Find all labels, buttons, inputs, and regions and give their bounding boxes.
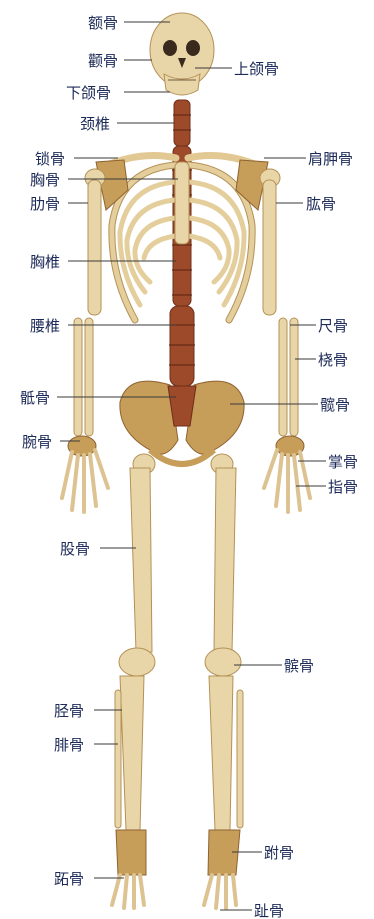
label-ulna: 尺骨 (318, 317, 348, 335)
label-phalanx: 指骨 (328, 478, 358, 496)
label-maxilla: 上颌骨 (234, 60, 279, 78)
label-clavicle: 锁骨 (35, 150, 65, 168)
label-frontal: 额骨 (88, 14, 118, 32)
label-ilium: 髋骨 (320, 396, 350, 414)
label-lumbar: 腰椎 (30, 317, 60, 335)
label-scapula: 肩胛骨 (308, 150, 353, 168)
pelvis (120, 381, 244, 464)
label-cervical: 颈椎 (80, 115, 110, 133)
legs (112, 454, 243, 908)
label-temporal: 颧骨 (88, 52, 118, 70)
label-fibula: 腓骨 (54, 736, 84, 754)
label-humerus: 肱骨 (306, 195, 336, 213)
label-radius: 桡骨 (318, 351, 348, 369)
label-metatarsal: 跖骨 (54, 870, 84, 888)
label-tarsal: 跗骨 (264, 844, 294, 862)
label-sacrum: 骶骨 (20, 389, 50, 407)
label-metacarpal: 掌骨 (328, 453, 358, 471)
label-tibia: 胫骨 (54, 702, 84, 720)
label-thoracic: 胸椎 (30, 253, 60, 271)
label-toe: 趾骨 (254, 902, 284, 919)
label-rib: 肋骨 (30, 195, 60, 213)
label-femur: 股骨 (60, 540, 90, 558)
skull (150, 13, 214, 95)
label-mandible: 下颌骨 (66, 84, 111, 102)
label-sternum: 胸骨 (30, 171, 60, 189)
label-patella: 髌骨 (284, 657, 314, 675)
label-carpal: 腕骨 (22, 433, 52, 451)
